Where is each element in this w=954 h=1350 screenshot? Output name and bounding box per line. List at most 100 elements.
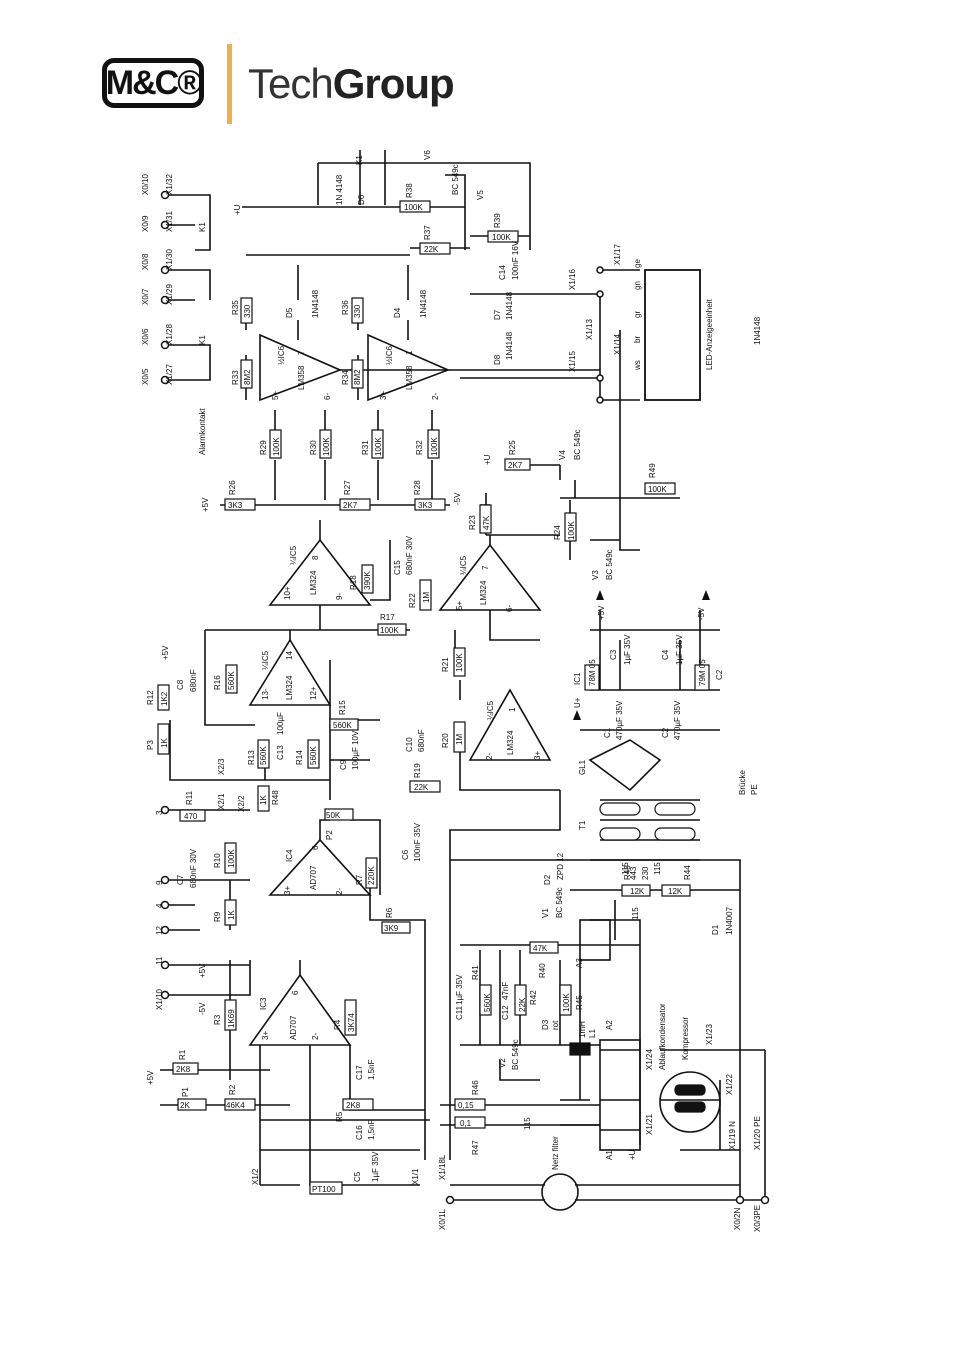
label-c8: C8 <box>176 679 185 690</box>
label-r2: R2 <box>228 1084 237 1095</box>
label-c7: C7 <box>176 874 185 885</box>
schematic-components <box>157 200 710 1195</box>
label-r28: R28 <box>413 480 422 495</box>
label-ic5b: ¼IC5 <box>261 650 270 670</box>
label-x116: X1/16 <box>568 269 577 290</box>
label-c5: C5 <box>353 1171 362 1182</box>
label-d4: D4 <box>393 307 402 318</box>
label-x110: X1/10 <box>155 989 164 1010</box>
value-r9: 1K <box>227 910 236 920</box>
value-r22: 1M <box>422 592 431 603</box>
value-r37: 22K <box>424 245 439 254</box>
label-ic2: C2 <box>715 669 724 680</box>
label-r23: R23 <box>468 515 477 530</box>
label-r13: R13 <box>247 750 256 765</box>
label-x114: X1/14 <box>613 334 622 355</box>
value-p3: 1K <box>160 738 169 748</box>
value-r48: 1K <box>259 795 268 805</box>
label-c12: C12 <box>501 1005 510 1020</box>
label-v3: V3 <box>591 570 600 580</box>
label-ic5-pin2: 2- <box>485 753 494 760</box>
label-ic3-pin6: 6 <box>291 990 300 995</box>
label-ic6-pin7: 7 <box>297 350 306 355</box>
supply-arrows <box>573 590 710 720</box>
value-r45: 100K <box>562 993 571 1012</box>
value-p1: 2K <box>180 1101 190 1110</box>
label-r18: R18 <box>349 575 358 590</box>
arrow-up-uplus <box>573 710 581 720</box>
label-x113: X1/13 <box>585 319 594 340</box>
label-x131: X1/31 <box>165 211 174 232</box>
label-c16: C16 <box>355 1125 364 1140</box>
value-r31: 100K <box>374 437 383 456</box>
label-r25: R25 <box>508 440 517 455</box>
value-r47: 0,1 <box>460 1119 472 1128</box>
label-x129: X1/29 <box>165 284 174 305</box>
label-ic5-pin8: 8 <box>311 555 320 560</box>
label-x22: X2/2 <box>237 795 246 812</box>
label-wire-gr: gr <box>633 311 642 318</box>
logo-mark-text: M&C® <box>105 63 202 102</box>
label-plus5-bottom: +5V <box>146 1070 155 1085</box>
label-v4-type: BC 549c <box>573 429 582 460</box>
label-c15: C15 <box>393 560 402 575</box>
label-d6-type: 1N 4148 <box>335 174 344 205</box>
label-c10: C10 <box>405 737 414 752</box>
label-ic5-pin13: 13- <box>261 688 270 700</box>
label-v2: V2 <box>498 1058 507 1068</box>
label-plus5-left: +5V <box>161 645 170 660</box>
label-x12: X1/2 <box>251 1168 260 1185</box>
value-c16: 1,5nF <box>367 1119 376 1140</box>
value-r25: 2K7 <box>508 461 523 470</box>
label-d4-type: 1N4148 <box>419 289 428 318</box>
label-ic5a: ¼IC5 <box>486 700 495 720</box>
label-pin4: 4 <box>155 903 164 908</box>
label-c13: C13 <box>276 745 285 760</box>
label-x132: X1/32 <box>165 174 174 195</box>
label-plus5-mid: +5V <box>201 497 210 512</box>
value-r49: 100K <box>648 485 667 494</box>
label-r3: R3 <box>213 1014 222 1025</box>
label-bridge: Brücke <box>738 770 747 795</box>
value-r23: 47K <box>482 515 491 530</box>
label-r21: R21 <box>441 657 450 672</box>
label-x08: X0/8 <box>141 253 150 270</box>
label-gl1: GL1 <box>578 759 587 775</box>
label-c2: C2 <box>661 727 670 738</box>
terminal-dots <box>160 190 770 1205</box>
value-r42: 22K <box>518 997 527 1012</box>
label-x119: X1/19 N <box>728 1121 737 1150</box>
label-r46: R46 <box>471 1080 480 1095</box>
brand-light: Tech <box>248 60 334 107</box>
label-c11: C11 <box>455 1005 464 1020</box>
label-minus5-left: -5V <box>198 1002 207 1015</box>
label-k1b: K1 <box>198 335 207 345</box>
label-k1a: K1 <box>198 222 207 232</box>
label-ic5-pin1: 1 <box>508 707 517 712</box>
label-x117: X1/17 <box>613 244 622 265</box>
label-c9: C9 <box>339 759 348 770</box>
label-x128: X1/28 <box>165 324 174 345</box>
label-ic5d: ¼IC5 <box>459 555 468 575</box>
value-r46: 0,15 <box>458 1101 474 1110</box>
label-tap230: 230 <box>641 866 650 880</box>
value-p2: 50K <box>326 811 341 820</box>
label-x06: X0/6 <box>141 328 150 345</box>
value-r13: 560K <box>259 746 268 765</box>
value-r33: 8M2 <box>243 369 252 385</box>
label-pe-top: PE <box>750 784 759 795</box>
label-p3: P3 <box>146 740 155 750</box>
value-r29: 100K <box>272 437 281 456</box>
label-a3: A3 <box>575 958 584 968</box>
label-ic6-pin3: 3+ <box>379 391 388 400</box>
label-ic5c: ¼IC5 <box>289 545 298 565</box>
label-c1: C1 <box>603 727 612 738</box>
label-r10: R10 <box>213 853 222 868</box>
label-x127: X1/27 <box>165 364 174 385</box>
label-x118: X1/18L <box>438 1154 447 1180</box>
value-l1: 1mH <box>578 1021 587 1038</box>
label-c14: C14 <box>498 265 507 280</box>
label-pt100: PT100 <box>312 1185 336 1194</box>
value-c4: 1µF 35V <box>675 634 684 665</box>
value-c9: 100µF 10V <box>351 730 360 770</box>
